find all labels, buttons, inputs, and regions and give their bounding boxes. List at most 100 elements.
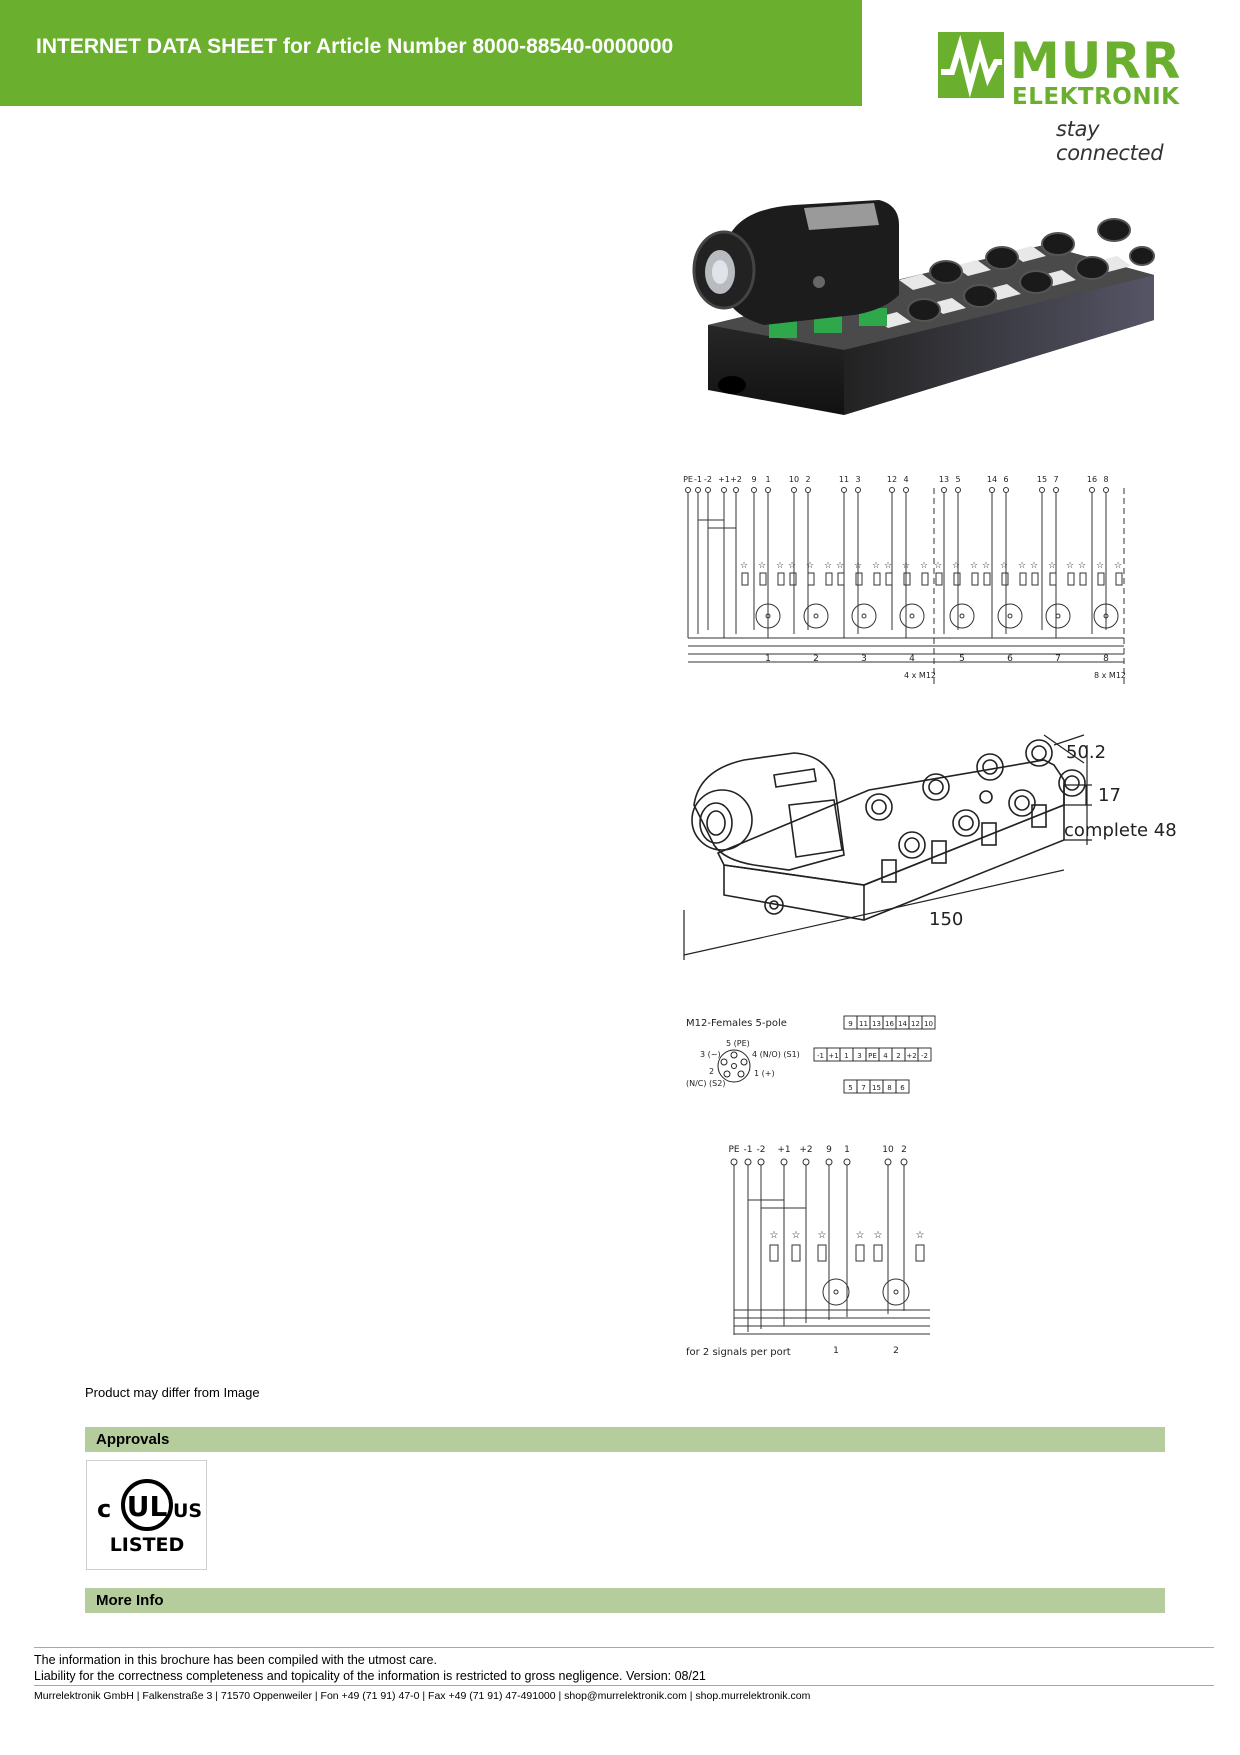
led-icon: ☆ — [836, 561, 844, 571]
terminal-cell-label: 13 — [872, 1020, 881, 1028]
pinout-title: M12-Females 5-pole — [686, 1018, 787, 1029]
terminal-point — [884, 1158, 892, 1166]
led-icon: ☆ — [1000, 561, 1008, 571]
wiring-terminal-label: 7 — [1053, 475, 1058, 484]
logo-brand: MURR — [1010, 32, 1181, 90]
wiring-terminal-label: 14 — [987, 475, 997, 484]
led-icon: ☆ — [952, 561, 960, 571]
wiring2-terminal-label: 1 — [844, 1145, 850, 1155]
product-photo — [684, 200, 1164, 430]
dim-height: 17 — [1098, 785, 1121, 806]
terminal-point — [825, 1158, 833, 1166]
led-icon: ☆ — [806, 561, 814, 571]
ul-listed: LISTED — [110, 1534, 185, 1556]
terminal-cell — [921, 1015, 936, 1030]
led-icon: ☆ — [818, 1230, 827, 1241]
led-icon: ☆ — [982, 561, 990, 571]
pin4-label: 4 (N/O) (S1) — [752, 1050, 800, 1059]
wiring-port-label: 8 — [1103, 654, 1109, 664]
wiring-port-label: 2 — [813, 654, 819, 664]
led-icon: ☆ — [1018, 561, 1026, 571]
pin3-label: 3 (−) — [700, 1050, 721, 1059]
terminal-point — [855, 487, 861, 493]
dim-width: 50.2 — [1066, 742, 1106, 763]
terminal-point — [841, 487, 847, 493]
led-icon: ☆ — [884, 561, 892, 571]
m12-socket — [1093, 603, 1119, 629]
terminal-cell-label: 15 — [872, 1084, 881, 1092]
led-icon: ☆ — [854, 561, 862, 571]
terminal-point — [751, 487, 757, 493]
wiring-terminal-label: +1 — [718, 475, 730, 484]
led-icon: ☆ — [1078, 561, 1086, 571]
terminal-point — [941, 487, 947, 493]
terminal-point — [989, 487, 995, 493]
ul-text: UL — [127, 1490, 168, 1523]
led-icon: ☆ — [770, 1230, 779, 1241]
logo-sub: ELEKTRONIK — [1012, 84, 1180, 110]
more-info-heading: More Info — [96, 1592, 164, 1609]
terminal-cell-label: 3 — [857, 1052, 861, 1060]
wiring2-terminal-label: 2 — [901, 1145, 907, 1155]
led-icon: ☆ — [856, 1230, 865, 1241]
wiring2-terminal-label: 10 — [882, 1145, 894, 1155]
wiring-terminal-label: -1 — [694, 475, 702, 484]
wiring2-terminal-label: PE — [728, 1145, 739, 1155]
terminal-point — [1039, 487, 1045, 493]
wiring2-port-label: 2 — [893, 1346, 899, 1356]
m12-socket — [803, 603, 829, 629]
terminal-point — [695, 487, 701, 493]
terminal-cell-label: 2 — [896, 1052, 900, 1060]
wiring-port-label: 6 — [1007, 654, 1013, 664]
led-icon: ☆ — [1114, 561, 1122, 571]
footer-address: Murrelektronik GmbH | Falkenstraße 3 | 7… — [34, 1690, 811, 1702]
wiring-terminal-label: 12 — [887, 475, 897, 484]
terminal-cell — [917, 1047, 932, 1062]
ul-listed-mark: UL c US LISTED — [86, 1460, 207, 1570]
wiring-terminal-label: 13 — [939, 475, 949, 484]
image-disclaimer: Product may differ from Image — [85, 1385, 260, 1400]
terminal-point — [955, 487, 961, 493]
pin2-label: 2 — [709, 1067, 714, 1076]
terminal-cell-label: 6 — [900, 1084, 905, 1092]
led-icon: ☆ — [920, 561, 928, 571]
m12-socket — [949, 603, 975, 629]
terminal-point — [791, 487, 797, 493]
wiring-terminal-label: 4 — [903, 475, 908, 484]
led-icon: ☆ — [874, 1230, 883, 1241]
wiring2-port-label: 1 — [833, 1346, 839, 1356]
led-icon: ☆ — [970, 561, 978, 571]
terminal-cell-label: 1 — [844, 1052, 848, 1060]
terminal-cell-label: 11 — [859, 1020, 868, 1028]
footer-divider-bottom — [34, 1685, 1214, 1686]
wiring-terminal-label: 15 — [1037, 475, 1047, 484]
led-icon: ☆ — [1048, 561, 1056, 571]
wiring2-terminal-label: -1 — [744, 1145, 753, 1155]
ul-c: c — [97, 1495, 111, 1523]
terminal-cell-label: 16 — [885, 1020, 894, 1028]
terminal-cell-label: 5 — [848, 1084, 852, 1092]
m12-socket — [899, 603, 925, 629]
pinout-diagram: M12-Females 5-pole 5 (PE) 3 (−) 4 (N/O) … — [684, 1010, 954, 1110]
led-icon: ☆ — [1030, 561, 1038, 571]
wiring-port-label: 5 — [959, 654, 965, 664]
terminal-cell-label: +1 — [828, 1052, 838, 1060]
terminal-cell-label: -1 — [817, 1052, 824, 1060]
wiring-terminal-label: 9 — [751, 475, 756, 484]
terminal-point — [1089, 487, 1095, 493]
pin5-label: 5 (PE) — [726, 1039, 750, 1048]
m12-socket — [882, 1278, 910, 1306]
wiring-terminal-label: PE — [683, 475, 693, 484]
wiring-group-left: 4 x M12 — [904, 671, 936, 680]
wiring-terminal-label: 2 — [805, 475, 810, 484]
m12-socket — [1045, 603, 1071, 629]
wiring-terminal-label: 5 — [955, 475, 960, 484]
m12-socket — [997, 603, 1023, 629]
terminal-cell-label: PE — [868, 1052, 877, 1060]
terminal-point — [1103, 487, 1109, 493]
terminal-point — [903, 487, 909, 493]
wiring-terminal-label: +2 — [730, 475, 742, 484]
